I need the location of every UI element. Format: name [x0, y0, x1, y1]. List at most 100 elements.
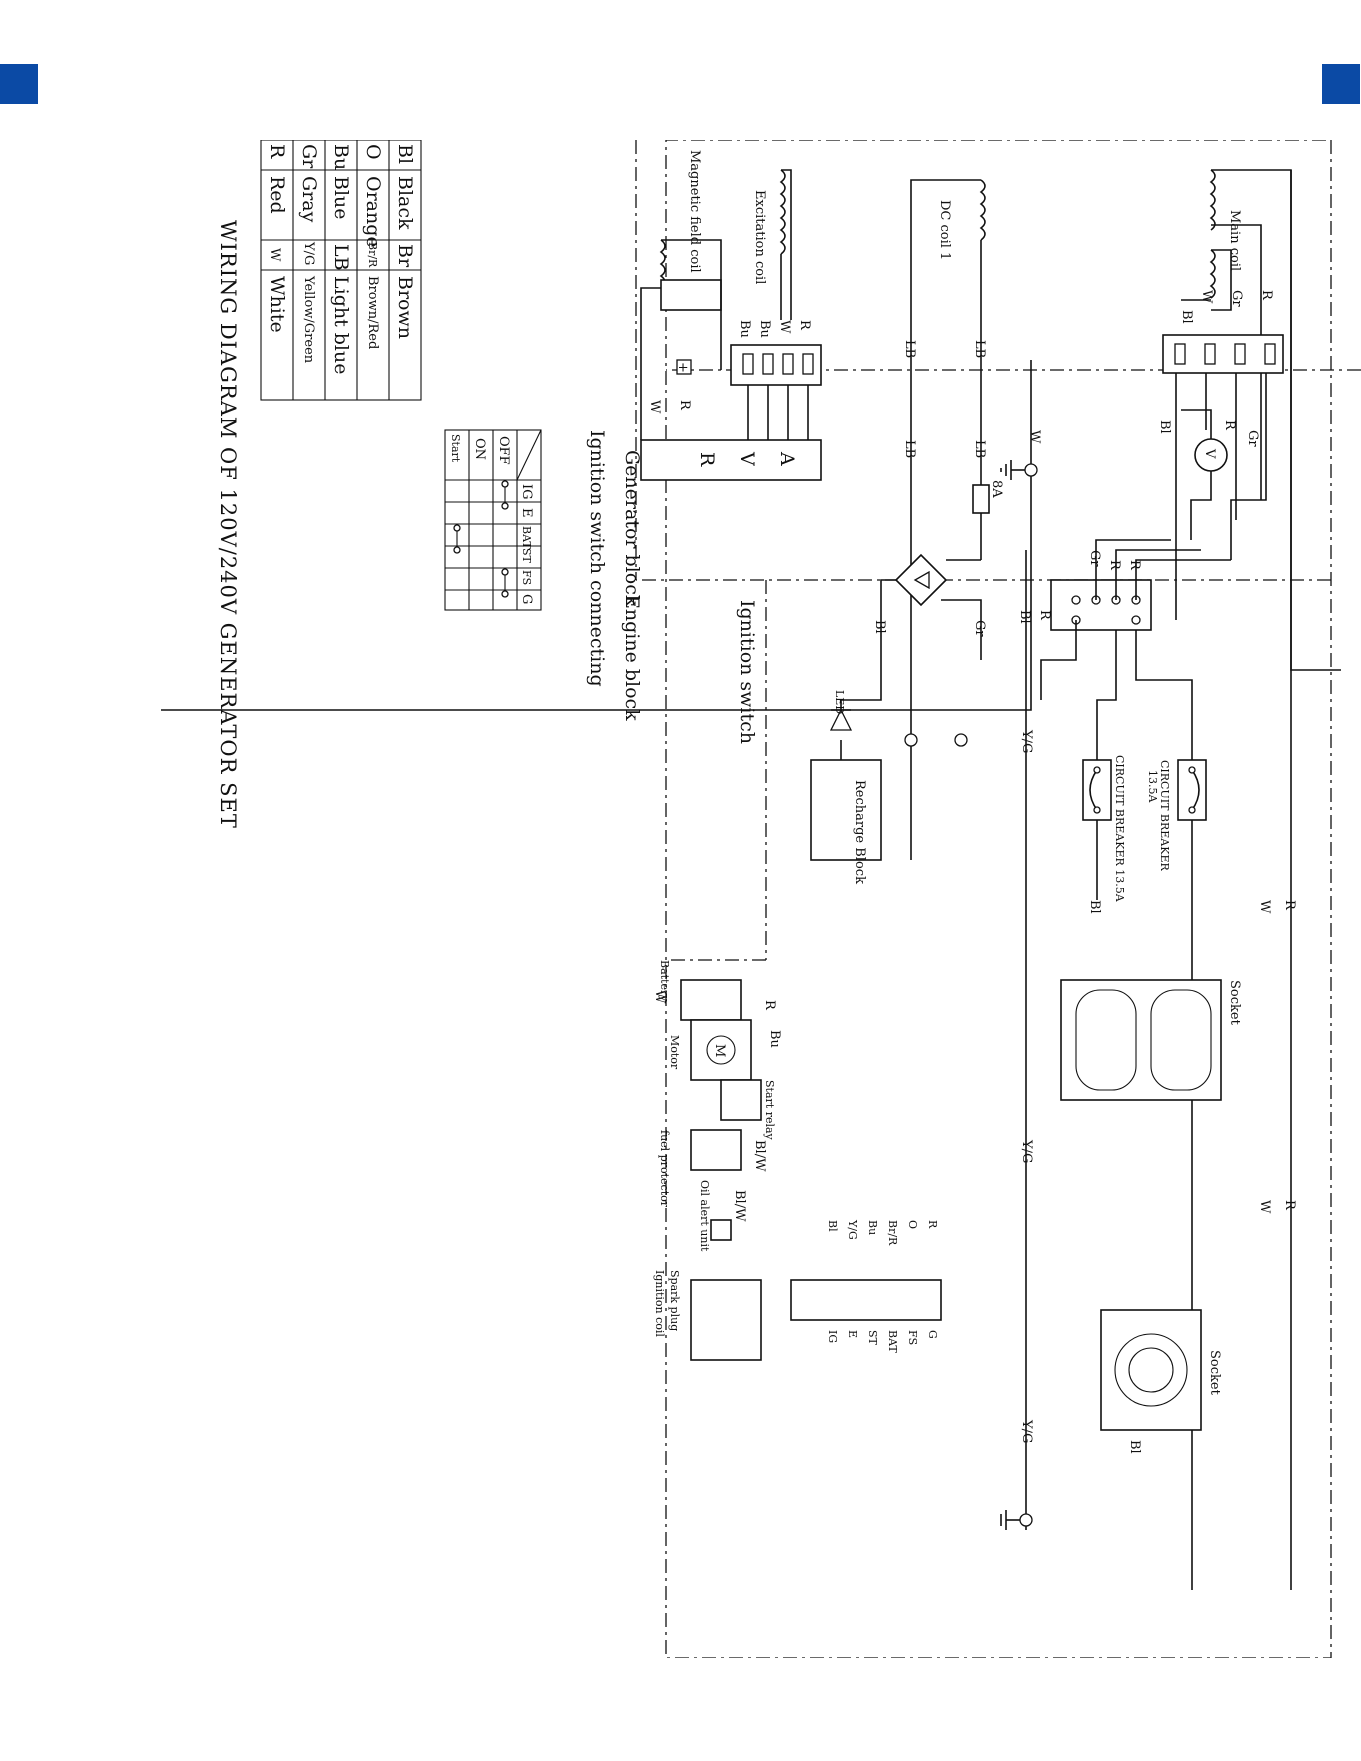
breaker-label: CIRCUIT BREAKER — [1158, 760, 1171, 871]
fuel-protector-label: fuel protector — [658, 1130, 671, 1208]
wire-label: Gr — [972, 620, 987, 637]
switch-row-label: OFF — [496, 436, 511, 465]
legend-code: Br — [394, 244, 416, 268]
terminal-label: BAT — [886, 1330, 899, 1353]
fuse-8a: 8A — [972, 480, 1004, 514]
legend-name: White — [266, 276, 288, 333]
wire-label: Bu — [757, 320, 772, 338]
wire-label: W — [1257, 1200, 1272, 1214]
legend-code: Gr — [298, 144, 320, 169]
recharge-block: Recharge Block — [810, 660, 882, 884]
wire-label: Bl — [1127, 1440, 1142, 1454]
wire-label: Br/R — [886, 1220, 899, 1246]
legend-name: Gray — [298, 176, 320, 223]
breaker-label: CIRCUIT BREAKER 13.5A — [1113, 755, 1126, 903]
wire-label: R — [1222, 420, 1237, 431]
legend-name: Yellow/Green — [301, 275, 316, 364]
legend-code: Bl — [394, 144, 416, 164]
socket-label: Socket — [1227, 980, 1242, 1026]
wire-label: Bl — [872, 620, 887, 634]
wire-label: W — [647, 400, 662, 414]
terminal-label: E — [846, 1330, 859, 1338]
wire-label: Bl — [1157, 420, 1172, 434]
wire-label: Bl/W — [752, 1140, 767, 1172]
diagram-title: WIRING DIAGRAM OF 120V/240V GENERATOR SE… — [216, 220, 240, 829]
wire-label: R — [677, 400, 692, 411]
spark-plug-ignition-coil: Spark plug Ignition coil — [653, 1270, 762, 1361]
wire-label: Bl — [826, 1220, 839, 1232]
wire-label: Bl — [1017, 610, 1032, 624]
terminal-label: ST — [866, 1330, 879, 1346]
legend-name: Brown/Red — [365, 276, 380, 349]
motor-label: Motor — [668, 1035, 681, 1070]
terminal-block-avr: R W Bu Bu — [730, 320, 822, 386]
excitation-coil-label: Excitation coil — [752, 190, 767, 284]
wire-label: Bu — [866, 1220, 879, 1235]
legend-code: LB — [330, 244, 352, 271]
avr-module: A V R R W + — [640, 359, 822, 481]
switch-row-label: ON — [472, 438, 487, 460]
switch-col-header: E — [519, 508, 534, 518]
fuel-protector: fuel protector — [658, 1129, 742, 1208]
battery: Battery — [658, 960, 742, 1021]
ignition-coil-label: Ignition coil — [653, 1270, 666, 1337]
legend-name: Orange — [362, 176, 384, 248]
legend-code: Y/G — [301, 241, 316, 265]
rectifier — [880, 553, 982, 660]
outlet-terminal-block: Gr R R — [1050, 539, 1231, 631]
label-ignition-connecting: Ignition switch connecting — [586, 430, 608, 687]
switch-row-label: Start — [449, 434, 462, 463]
legend-name: Brown — [394, 276, 416, 339]
label-generator-block: Generator block — [621, 450, 643, 607]
recharge-block-label: Recharge Block — [852, 780, 867, 884]
label-ignition-switch: Ignition switch — [736, 600, 758, 744]
wire-label: LB — [972, 440, 987, 458]
magnetic-field-coil: Magnetic field coil — [640, 150, 722, 440]
spark-plug-label: Spark plug — [668, 1270, 681, 1331]
wire-label: W — [652, 990, 667, 1004]
wire-label: W — [1257, 900, 1272, 914]
wire-label: Y/G — [1019, 1139, 1034, 1163]
legend-name: Red — [266, 176, 288, 214]
wire-label: R — [762, 1000, 777, 1011]
avr-terminal-v: V — [736, 451, 758, 466]
wire-label: W — [1199, 290, 1214, 304]
wire-label: O — [906, 1220, 919, 1229]
motor-symbol: M — [712, 1044, 727, 1057]
start-relay-label: Start relay — [763, 1080, 776, 1141]
color-legend: Bl Black Br Brown O Orange Br/R Brown/Re… — [260, 140, 422, 401]
circuit-breaker-2: CIRCUIT BREAKER 13.5A — [1082, 755, 1126, 903]
wire-label: Bl — [1087, 900, 1102, 914]
wire-label: R — [1259, 290, 1274, 301]
battery-label: Battery — [658, 960, 671, 1002]
legend-name: Black — [394, 176, 416, 230]
legend-code: R — [266, 144, 288, 159]
socket-duplex: Socket — [1060, 979, 1242, 1101]
wire-label: LB — [902, 440, 917, 458]
switch-col-header: G — [519, 594, 534, 604]
wire-label: LB — [902, 340, 917, 358]
magnetic-field-label: Magnetic field coil — [687, 150, 702, 273]
wire-label: W — [777, 320, 792, 334]
oil-alert-label: Oil alert unit — [698, 1180, 711, 1252]
terminal-label: IG — [826, 1330, 839, 1343]
plus-symbol: + — [675, 362, 690, 373]
led-label: LED — [833, 690, 846, 714]
wiring-diagram: WIRING DIAGRAM OF 120V/240V GENERATOR SE… — [151, 140, 1361, 1658]
dc-output-terminals — [904, 733, 968, 747]
wire-label: W — [1027, 430, 1042, 444]
diagram-border — [665, 140, 1332, 1658]
switch-col-header: ST — [520, 548, 533, 564]
oil-alert-unit: Oil alert unit — [698, 1180, 732, 1252]
starter-motor: M Motor — [668, 1019, 752, 1081]
socket-twistlock: Socket — [1100, 1309, 1222, 1431]
wire-label: LB — [972, 340, 987, 358]
wire-label: Bl/W — [732, 1190, 747, 1222]
plus-box — [676, 359, 692, 375]
wire-label: R — [1127, 560, 1142, 571]
legend-code: Bu — [330, 144, 352, 170]
ignition-switch-terminals: G FS BAT ST E IG R O Br/R Bu Y/G Bl — [790, 1219, 942, 1353]
legend-code: O — [362, 144, 384, 160]
terminal-block-main — [1162, 334, 1284, 374]
wire-label: Bl — [1179, 310, 1194, 324]
